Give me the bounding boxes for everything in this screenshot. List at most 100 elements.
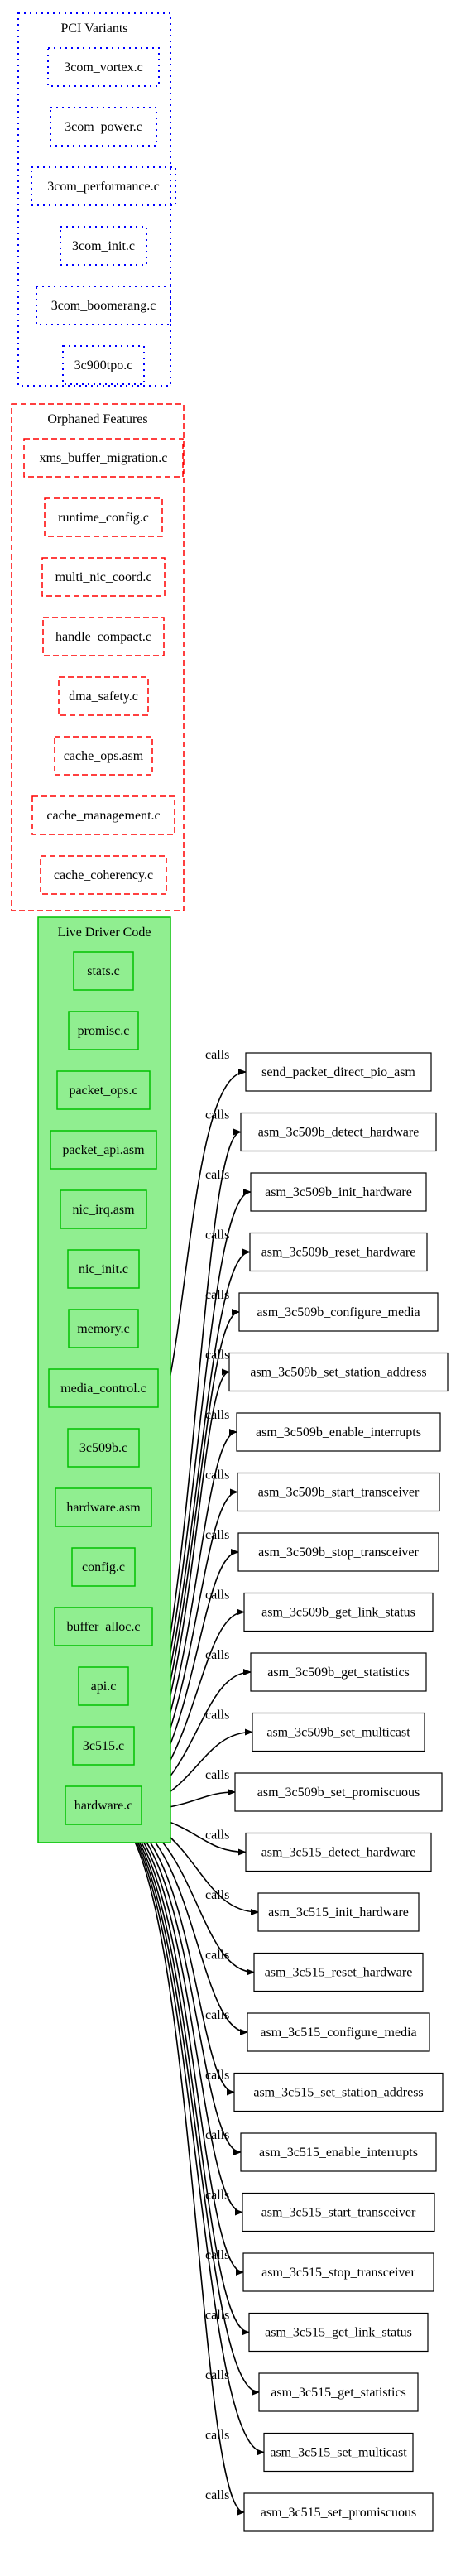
node-label: asm_3c509b_configure_media <box>257 1305 420 1319</box>
node-label: 3com_vortex.c <box>64 60 143 74</box>
node-box <box>73 951 134 991</box>
node-box <box>243 1592 434 1632</box>
node-api-c[interactable]: api.c <box>78 1666 129 1706</box>
node-handle-compact-c[interactable]: handle_compact.c <box>42 617 165 656</box>
node-dma-safety-c[interactable]: dma_safety.c <box>58 676 149 716</box>
node-label: asm_3c515_set_station_address <box>253 2086 423 2100</box>
function-node-asm-3c509b-get-link-status[interactable]: asm_3c509b_get_link_status <box>243 1592 434 1632</box>
node-cache-ops-asm[interactable]: cache_ops.asm <box>54 736 153 776</box>
node-box <box>250 1172 427 1212</box>
function-node-asm-3c509b-set-promiscuous[interactable]: asm_3c509b_set_promiscuous <box>234 1772 443 1812</box>
node-box <box>240 1112 437 1152</box>
node-3com-boomerang-c[interactable]: 3com_boomerang.c <box>36 286 171 325</box>
node-packet-ops-c[interactable]: packet_ops.c <box>56 1070 151 1110</box>
node-cache-coherency-c[interactable]: cache_coherency.c <box>40 855 167 895</box>
node-box <box>240 2132 437 2172</box>
edge-label: calls <box>205 1468 229 1483</box>
function-node-asm-3c515-start-transceiver[interactable]: asm_3c515_start_transceiver <box>242 2192 435 2232</box>
node-box <box>249 1232 428 1272</box>
node-cache-management-c[interactable]: cache_management.c <box>31 795 175 835</box>
edge-line <box>104 1811 245 2516</box>
function-node-asm-3c515-set-station-address[interactable]: asm_3c515_set_station_address <box>233 2072 444 2112</box>
function-node-asm-3c509b-configure-media[interactable]: asm_3c509b_configure_media <box>238 1292 439 1332</box>
node-label: asm_3c509b_enable_interrupts <box>256 1425 421 1439</box>
node-box <box>236 1412 441 1452</box>
function-node-asm-3c515-set-multicast[interactable]: asm_3c515_set_multicast <box>263 2432 414 2473</box>
node-config-c[interactable]: config.c <box>71 1547 136 1587</box>
node-nic-irq-asm[interactable]: nic_irq.asm <box>60 1189 147 1229</box>
node-label: runtime_config.c <box>58 511 149 525</box>
node-buffer-alloc-c[interactable]: buffer_alloc.c <box>54 1607 153 1646</box>
node-box <box>253 1952 424 1992</box>
node-hardware-asm[interactable]: hardware.asm <box>55 1487 152 1527</box>
function-node-asm-3c515-get-link-status[interactable]: asm_3c515_get_link_status <box>248 2312 429 2353</box>
node-packet-api-asm[interactable]: packet_api.asm <box>50 1130 157 1170</box>
function-node-asm-3c515-stop-transceiver[interactable]: asm_3c515_stop_transceiver <box>242 2252 434 2292</box>
node-box <box>243 2492 434 2532</box>
function-node-asm-3c509b-enable-interrupts[interactable]: asm_3c509b_enable_interrupts <box>236 1412 441 1452</box>
node-box <box>55 1487 152 1527</box>
edge-label: calls <box>205 1348 229 1362</box>
node-3c900tpo-c[interactable]: 3c900tpo.c <box>62 345 145 385</box>
node-memory-c[interactable]: memory.c <box>68 1309 139 1348</box>
node-media-control-c[interactable]: media_control.c <box>48 1368 159 1408</box>
node-box <box>78 1666 129 1706</box>
function-node-asm-3c515-enable-interrupts[interactable]: asm_3c515_enable_interrupts <box>240 2132 437 2172</box>
node-box <box>68 1011 139 1050</box>
node-box <box>50 107 157 147</box>
node-3com-power-c[interactable]: 3com_power.c <box>50 107 157 147</box>
function-node-asm-3c509b-stop-transceiver[interactable]: asm_3c509b_stop_transceiver <box>238 1532 439 1572</box>
node-stats-c[interactable]: stats.c <box>73 951 134 991</box>
cluster-pci-variants: PCI Variants <box>17 12 171 387</box>
node-label: asm_3c509b_set_station_address <box>250 1366 426 1380</box>
function-node-asm-3c509b-detect-hardware[interactable]: asm_3c509b_detect_hardware <box>240 1112 437 1152</box>
node-label: cache_coherency.c <box>54 868 153 882</box>
edge-label: calls <box>205 1228 229 1242</box>
node-label: 3c509b.c <box>79 1441 127 1455</box>
node-3c515-c[interactable]: 3c515.c <box>72 1726 135 1766</box>
function-node-asm-3c515-configure-media[interactable]: asm_3c515_configure_media <box>247 2012 430 2052</box>
node-box <box>245 1832 432 1872</box>
node-hardware-c[interactable]: hardware.c <box>65 1785 142 1825</box>
function-node-asm-3c515-reset-hardware[interactable]: asm_3c515_reset_hardware <box>253 1952 424 1992</box>
node-box <box>36 286 171 325</box>
node-3com-init-c[interactable]: 3com_init.c <box>60 226 147 266</box>
node-label: nic_irq.asm <box>72 1203 135 1217</box>
node-label: asm_3c509b_set_multicast <box>266 1726 410 1740</box>
node-box <box>23 438 184 478</box>
node-xms-buffer-migration-c[interactable]: xms_buffer_migration.c <box>23 438 184 478</box>
node-label: asm_3c515_stop_transceiver <box>261 2266 415 2280</box>
cluster-box <box>11 403 185 911</box>
function-node-send-packet-direct-pio-asm[interactable]: send_packet_direct_pio_asm <box>245 1052 432 1092</box>
node-box <box>42 617 165 656</box>
node-label: buffer_alloc.c <box>67 1620 141 1634</box>
function-node-asm-3c515-get-statistics[interactable]: asm_3c515_get_statistics <box>258 2372 419 2412</box>
edge-line <box>104 1811 242 2155</box>
node-label: dma_safety.c <box>69 690 138 704</box>
node-label: cache_ops.asm <box>64 749 144 763</box>
node-box <box>71 1547 136 1587</box>
node-3com-performance-c[interactable]: 3com_performance.c <box>31 166 176 206</box>
node-box <box>248 2312 429 2353</box>
cluster-label: Live Driver Code <box>58 925 151 940</box>
node-label: asm_3c515_start_transceiver <box>261 2206 416 2220</box>
node-label: 3com_performance.c <box>47 180 159 194</box>
node-box <box>54 1607 153 1646</box>
function-node-asm-3c509b-start-transceiver[interactable]: asm_3c509b_start_transceiver <box>237 1472 440 1512</box>
function-node-asm-3c509b-init-hardware[interactable]: asm_3c509b_init_hardware <box>250 1172 427 1212</box>
node-3com-vortex-c[interactable]: 3com_vortex.c <box>47 47 160 87</box>
function-node-asm-3c515-set-promiscuous[interactable]: asm_3c515_set_promiscuous <box>243 2492 434 2532</box>
function-node-asm-3c509b-get-statistics[interactable]: asm_3c509b_get_statistics <box>250 1652 427 1692</box>
node-promisc-c[interactable]: promisc.c <box>68 1011 139 1050</box>
node-3c509b-c[interactable]: 3c509b.c <box>67 1428 140 1468</box>
function-node-asm-3c515-detect-hardware[interactable]: asm_3c515_detect_hardware <box>245 1832 432 1872</box>
function-node-asm-3c515-init-hardware[interactable]: asm_3c515_init_hardware <box>257 1892 420 1932</box>
function-node-asm-3c509b-set-multicast[interactable]: asm_3c509b_set_multicast <box>252 1712 425 1752</box>
node-nic-init-c[interactable]: nic_init.c <box>67 1249 140 1289</box>
function-node-asm-3c509b-set-station-address[interactable]: asm_3c509b_set_station_address <box>228 1352 449 1392</box>
node-runtime-config-c[interactable]: runtime_config.c <box>44 497 163 537</box>
function-node-asm-3c509b-reset-hardware[interactable]: asm_3c509b_reset_hardware <box>249 1232 428 1272</box>
node-box <box>237 1472 440 1512</box>
node-label: asm_3c515_reset_hardware <box>265 1966 413 1980</box>
node-multi-nic-coord-c[interactable]: multi_nic_coord.c <box>41 557 166 597</box>
